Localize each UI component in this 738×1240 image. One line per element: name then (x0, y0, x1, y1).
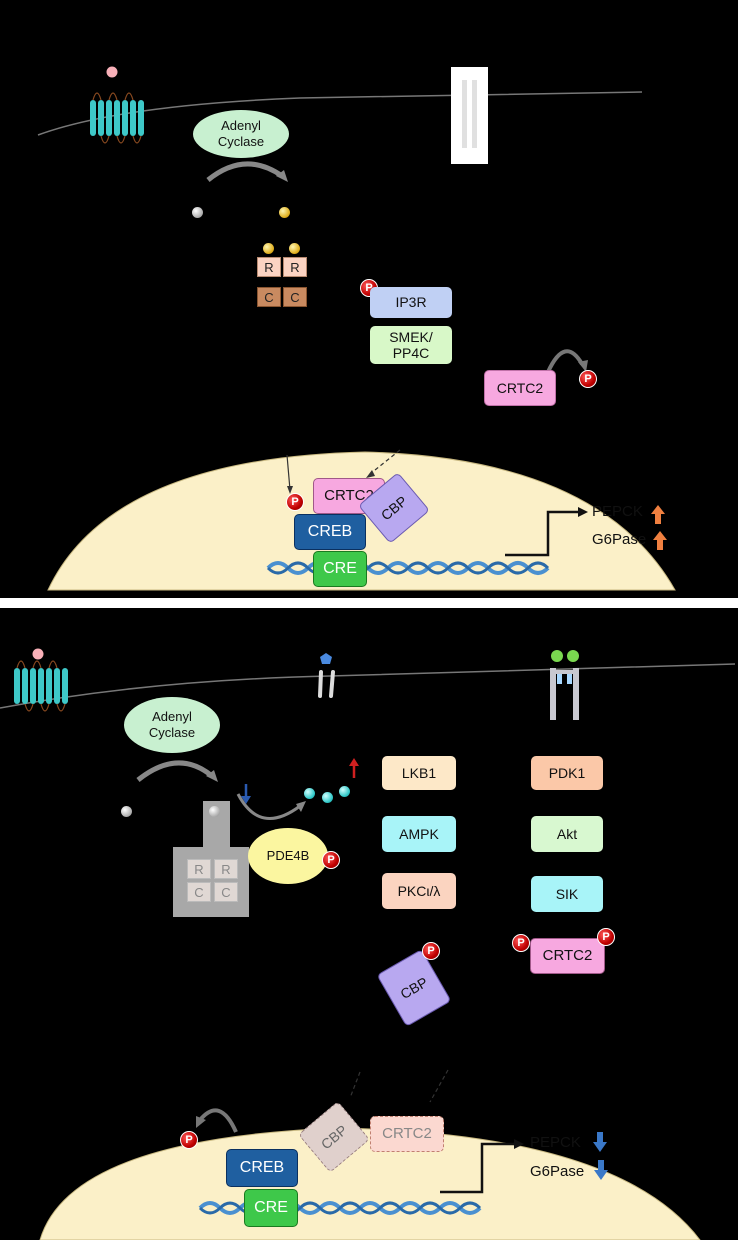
pde4b: PDE4B (248, 828, 328, 884)
gene-pepck: PEPCK (530, 1134, 581, 1151)
ligand-dot (32, 648, 44, 660)
cre-box: CRE (244, 1189, 298, 1227)
lkb1-box: LKB1 (382, 756, 456, 790)
pka-catalytic-1: C (257, 287, 281, 307)
phospho-creb: P (286, 493, 304, 511)
camp-bound-ball-1 (263, 243, 274, 254)
pka-catalytic-2: C (283, 287, 307, 307)
phospho-released-creb: P (180, 1131, 198, 1149)
transcription-arrow (505, 510, 580, 557)
pka-regulatory-2: R (283, 257, 307, 277)
gene-pepck: PEPCK (592, 503, 643, 520)
ip3r-box: IP3R (370, 287, 452, 318)
camp-ball (279, 207, 290, 218)
phosphorylation-arrow (546, 349, 584, 373)
dna-strand-b (266, 561, 550, 575)
g6pase-down-arrow (594, 1160, 608, 1180)
pka-regulatory-1: R (257, 257, 281, 277)
adenyl-cyclase: Adenyl Cyclase (193, 110, 289, 158)
phospho-cbp: P (422, 942, 440, 960)
g6pase-up-arrow (653, 531, 667, 550)
crtc2-cytoplasm: CRTC2 (484, 370, 556, 406)
degradation-arrow (236, 793, 301, 820)
cre-box: CRE (313, 551, 367, 587)
pepck-down-arrow (593, 1132, 607, 1152)
pka-catalytic-2: C (214, 882, 238, 902)
adenyl-cyclase: Adenyl Cyclase (124, 697, 220, 753)
phospho-crtc2-left: P (512, 934, 530, 952)
dephosphorylation-arrow (198, 1108, 238, 1133)
sik-box: SIK (531, 876, 603, 912)
insulin-ligand-2 (567, 650, 579, 662)
dashed-link-cbp (349, 1071, 361, 1099)
pepck-up-arrow (651, 505, 665, 524)
pka-regulatory-2: R (214, 859, 238, 879)
phospho-crtc2-right: P (597, 928, 615, 946)
gpcr-receptor-icon (90, 92, 144, 144)
dashed-arrow-to-crtc2 (369, 449, 401, 475)
pkc-box: PKCι/λ (382, 873, 456, 909)
creb-box: CREB (294, 514, 366, 550)
conversion-arrow (136, 760, 214, 782)
amp-ball-2 (322, 792, 333, 803)
crtc2-cytoplasm: CRTC2 (530, 938, 605, 974)
gene-g6pase: G6Pase (530, 1163, 585, 1180)
pdk1-box: PDK1 (531, 756, 603, 790)
creb-box: CREB (226, 1149, 298, 1187)
amp-ball-3 (339, 786, 350, 797)
camp-ball-inactive (209, 806, 220, 817)
dna-strand-b (198, 1201, 482, 1215)
atp-ball (121, 806, 132, 817)
akt-box: Akt (531, 816, 603, 852)
ligand-dot (106, 66, 118, 78)
bottom-panel-drawing (0, 648, 736, 1240)
channel-receptor-icon (451, 67, 488, 164)
phospho-crtc2-released: P (579, 370, 597, 388)
pka-catalytic-1: C (187, 882, 211, 902)
insulin-receptor-icon (550, 668, 579, 720)
atp-ball (192, 207, 203, 218)
cell-membrane (0, 663, 736, 709)
ampk-box: AMPK (382, 816, 456, 852)
amp-ball-1 (304, 788, 315, 799)
arrow-to-creb (286, 454, 291, 491)
pka-regulatory-1: R (187, 859, 211, 879)
camp-bound-ball-2 (289, 243, 300, 254)
panel-bottom: Adenyl Cyclase R R C C PDE4B P LKB1 AMPK… (0, 608, 738, 1240)
cell-membrane (37, 91, 643, 136)
insulin-ligand-1 (551, 650, 563, 662)
cbp-nuclear-dissociated: CBP (298, 1101, 370, 1173)
smek-pp4c-box: SMEK/ PP4C (370, 326, 452, 364)
crtc2-nuclear-dissociated: CRTC2 (370, 1116, 444, 1152)
transcription-arrow (440, 1142, 516, 1194)
gpcr-receptor-icon (14, 660, 68, 712)
pentagon-ligand (320, 653, 332, 664)
conversion-arrow (206, 161, 284, 182)
dna-strand-a (198, 1201, 482, 1215)
small-receptor-icon (318, 670, 335, 698)
dna-strand-a (266, 561, 550, 575)
panel-separator (0, 598, 738, 608)
cbp-cytoplasm: CBP (376, 949, 452, 1027)
dashed-link-crtc2 (429, 1069, 449, 1103)
gene-g6pase: G6Pase (592, 531, 647, 548)
phospho-pde4b: P (322, 851, 340, 869)
panel-top: Adenyl Cyclase R R C C P IP3R SMEK/ PP4C… (0, 0, 738, 598)
